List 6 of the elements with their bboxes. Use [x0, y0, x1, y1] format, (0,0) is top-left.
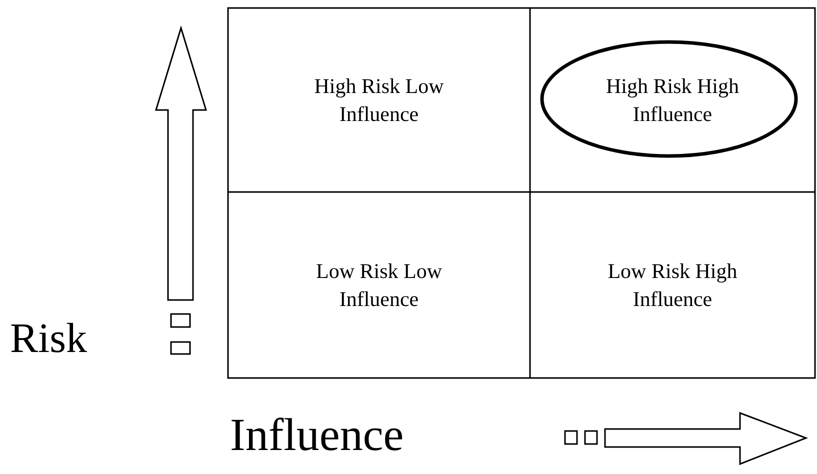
cell-text: Low Risk Low Influence — [315, 258, 443, 313]
cell-text: High Risk High Influence — [604, 72, 740, 128]
cell-text: Low Risk High Influence — [606, 258, 738, 313]
axis-label: Influence — [230, 412, 404, 458]
cell-text: High Risk Low Influence — [313, 72, 445, 128]
axis-label: Risk — [10, 318, 88, 360]
